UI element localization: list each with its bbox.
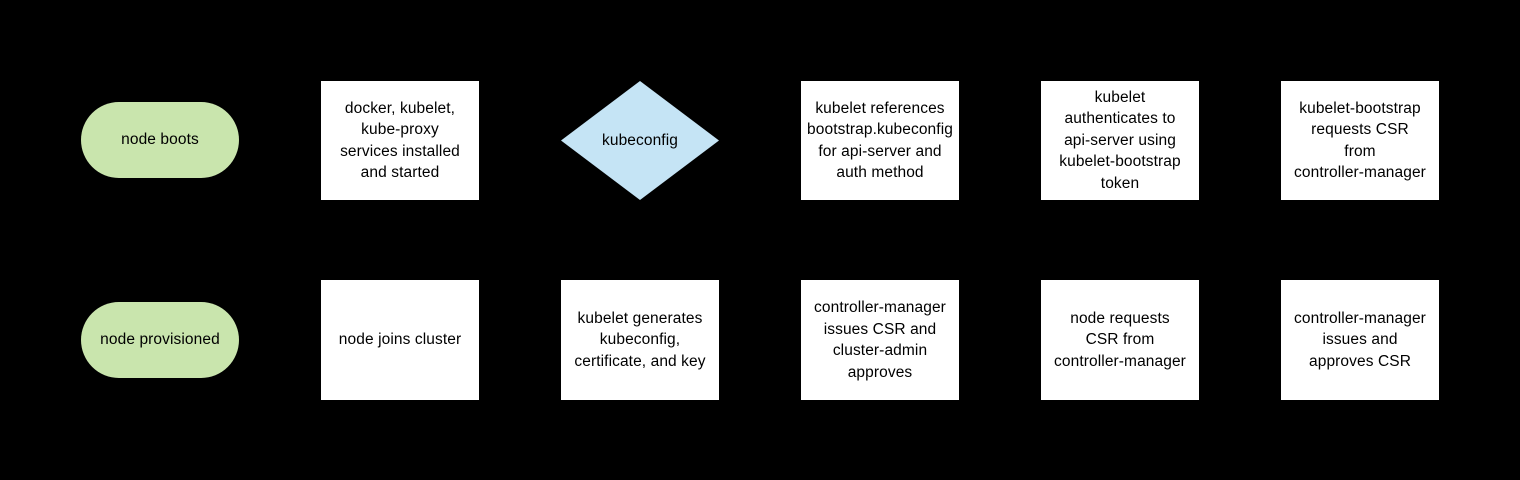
controller-manager-approves-csr-label: controller-manager issues and approves C… xyxy=(1294,309,1426,370)
kubelet-references-bootstrap-label: kubelet references bootstrap.kubeconfig … xyxy=(807,99,953,182)
controller-manager-issues-csr-label: controller-manager issues CSR and cluste… xyxy=(814,299,946,381)
node-joins-cluster-label: node joins cluster xyxy=(338,331,462,349)
kubelet-generates-kubeconfig-label: kubelet generates kubeconfig, certificat… xyxy=(574,309,706,370)
kubelet-references-bootstrap-box[interactable]: kubelet references bootstrap.kubeconfig … xyxy=(801,81,959,200)
controller-manager-approves-csr-box[interactable]: controller-manager issues and approves C… xyxy=(1281,280,1439,400)
node-boots-label: node boots xyxy=(121,131,199,149)
node-provisioned-terminal[interactable]: node provisioned xyxy=(81,302,239,378)
node-requests-csr-label: node requests CSR from controller-manage… xyxy=(1054,309,1186,370)
kubelet-bootstrap-requests-csr-label: kubelet-bootstrap requests CSR from cont… xyxy=(1294,99,1426,182)
node-requests-csr-box[interactable]: node requests CSR from controller-manage… xyxy=(1041,280,1199,400)
node-provisioned-label: node provisioned xyxy=(100,331,220,349)
kubelet-generates-kubeconfig-box[interactable]: kubelet generates kubeconfig, certificat… xyxy=(561,280,719,400)
node-joins-cluster-box[interactable]: node joins cluster xyxy=(321,280,479,400)
kubeconfig-decision-diamond[interactable]: kubeconfig xyxy=(561,81,719,200)
services-installed-label: docker, kubelet, kube-proxy services ins… xyxy=(340,99,460,182)
node-boots-terminal[interactable]: node boots xyxy=(81,102,239,178)
services-installed-box[interactable]: docker, kubelet, kube-proxy services ins… xyxy=(321,81,479,200)
kubelet-authenticates-label: kubelet authenticates to api-server usin… xyxy=(1059,88,1181,192)
controller-manager-issues-csr-box[interactable]: controller-manager issues CSR and cluste… xyxy=(801,280,959,400)
kubeconfig-decision-label: kubeconfig xyxy=(602,131,678,149)
kubelet-authenticates-box[interactable]: kubelet authenticates to api-server usin… xyxy=(1041,81,1199,200)
kubelet-bootstrap-requests-csr-box[interactable]: kubelet-bootstrap requests CSR from cont… xyxy=(1281,81,1439,200)
